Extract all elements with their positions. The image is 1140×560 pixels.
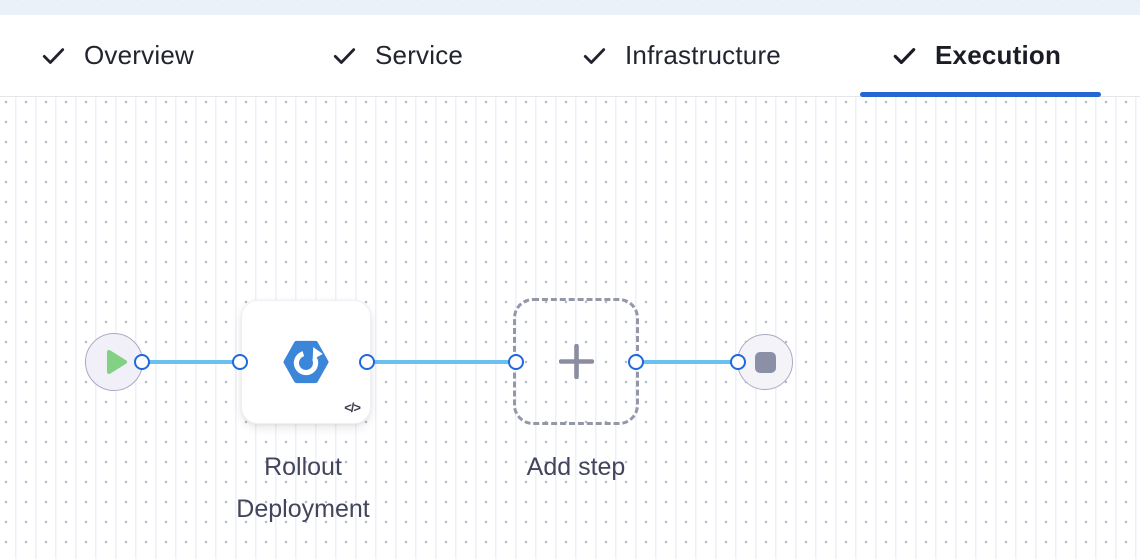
check-icon [581,42,608,69]
tab-execution[interactable]: Execution [891,15,1061,96]
add-step-label[interactable]: Add step [526,453,626,481]
pipeline-start-node[interactable] [85,333,143,391]
step-node-rollout-deployment[interactable]: </> [241,300,371,424]
check-icon [40,42,67,69]
port-addstep-out[interactable] [628,354,644,370]
tab-label: Overview [84,40,194,70]
edge-addstep-to-end [636,359,738,364]
check-icon [891,42,918,69]
play-icon [106,350,127,374]
port-step-in[interactable] [232,354,248,370]
tab-label: Service [375,40,464,70]
tab-label: Execution [935,40,1062,70]
tab-overview[interactable]: Overview [40,15,194,96]
plus-icon [558,344,594,379]
k8s-rollout-icon [283,340,329,384]
canvas-top-strip [0,0,1140,15]
tab-service[interactable]: Service [331,15,463,96]
add-step-node[interactable] [513,298,639,425]
edge-start-to-step [142,359,240,364]
tab-infrastructure[interactable]: Infrastructure [581,15,781,96]
active-tab-underline [860,92,1101,97]
tab-label: Infrastructure [625,40,781,70]
pipeline-end-node[interactable] [737,334,793,390]
yaml-code-icon[interactable]: </> [344,400,361,415]
check-icon [331,42,358,69]
stage-tab-bar: Overview Service Infrastructure Executio… [0,15,1140,97]
port-end-in[interactable] [730,354,746,370]
edge-step-to-addstep [367,359,516,364]
stop-icon [754,351,776,373]
pipeline-canvas[interactable]: </> Rollout Deployment Add step [0,97,1140,559]
port-addstep-in[interactable] [508,354,524,370]
port-step-out[interactable] [359,354,375,370]
step-node-label: Rollout Deployment [236,453,370,523]
port-start-out[interactable] [134,354,150,370]
